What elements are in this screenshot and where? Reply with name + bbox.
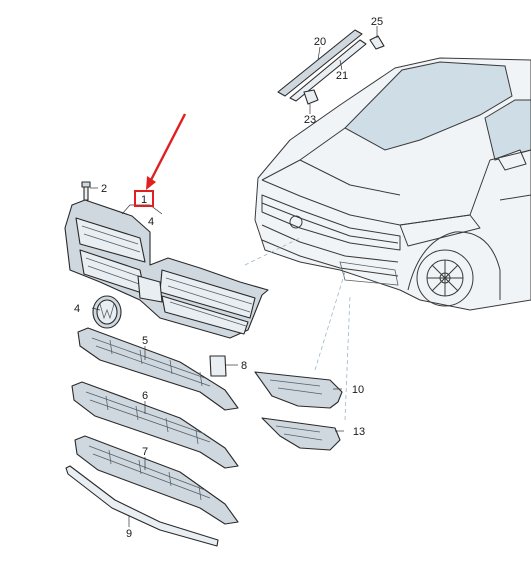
lower-grille-5 bbox=[77, 327, 239, 411]
callout-21: 21 bbox=[336, 70, 348, 82]
callout-25: 25 bbox=[371, 16, 383, 28]
callout-7: 7 bbox=[142, 446, 148, 458]
callout-6: 6 bbox=[142, 390, 148, 402]
callout-20: 20 bbox=[314, 36, 326, 48]
fog-trim-13 bbox=[261, 417, 341, 451]
callout-23: 23 bbox=[304, 114, 316, 126]
callout-4: 4 bbox=[74, 303, 80, 315]
roof-trim-parts bbox=[277, 29, 385, 105]
callout-5: 5 bbox=[142, 335, 148, 347]
vw-emblem bbox=[92, 295, 122, 329]
callout-4: 4 bbox=[148, 216, 154, 228]
bracket-part bbox=[209, 355, 227, 377]
callout-10: 10 bbox=[352, 384, 364, 396]
upper-grille bbox=[64, 199, 269, 339]
assembly-guides bbox=[244, 237, 351, 421]
lower-grille-6 bbox=[71, 381, 239, 469]
callout-labels: 1 2 4 4 5 6 7 8 9 10 13 20 21 23 25 bbox=[74, 16, 383, 540]
vehicle-illustration bbox=[254, 57, 531, 311]
trim-strip bbox=[65, 465, 219, 547]
screw-part bbox=[81, 181, 91, 201]
callout-9: 9 bbox=[126, 528, 132, 540]
fog-trim-10 bbox=[254, 371, 343, 409]
callout-13: 13 bbox=[353, 426, 365, 438]
callout-1: 1 bbox=[141, 194, 147, 206]
callout-8: 8 bbox=[241, 360, 247, 372]
highlight-marker bbox=[134, 113, 187, 207]
lower-grille-7 bbox=[74, 435, 239, 525]
callout-2: 2 bbox=[101, 183, 107, 195]
